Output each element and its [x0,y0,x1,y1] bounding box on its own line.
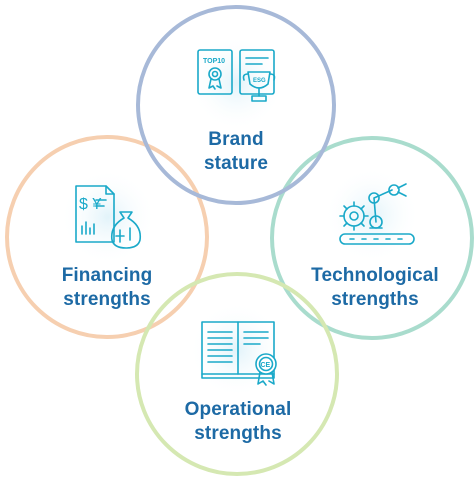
operational-label-line2: strengths [194,423,282,444]
brand-stature-label: Brand stature [186,128,286,176]
technological-ring [270,136,474,340]
brand-icon-glow [189,35,285,131]
brand-label-line2: stature [203,153,269,174]
financing-label-line1: Financing [61,265,153,286]
financing-ring [5,135,209,339]
svg-text:TOP10: TOP10 [203,58,225,65]
financing-strengths-label: Financing strengths [40,264,174,312]
award-certificate-trophy-icon: TOP10 ESG [197,49,276,102]
brand-label-line1: Brand [208,129,264,150]
financing-label-line2: strengths [63,289,151,310]
finance-document-money-bag-icon: $ ¥ [75,185,142,249]
technological-label-line1: Technological [311,265,439,286]
brand-ring [136,5,336,205]
svg-text:CE: CE [261,362,271,369]
technological-strengths-label: Technological strengths [300,264,450,312]
open-book-certification-badge-icon: CE [201,321,277,386]
operational-label-line1: Operational [184,399,292,420]
operational-strengths-label: Operational strengths [166,398,310,446]
svg-text:$ ¥: $ ¥ [79,196,101,213]
operational-ring [135,272,339,476]
gear-robot-arm-conveyor-icon [339,183,415,245]
technological-label-line2: strengths [331,289,419,310]
svg-text:ESG: ESG [253,78,266,84]
financing-icon-glow [60,169,156,265]
technological-icon-glow [324,167,420,263]
